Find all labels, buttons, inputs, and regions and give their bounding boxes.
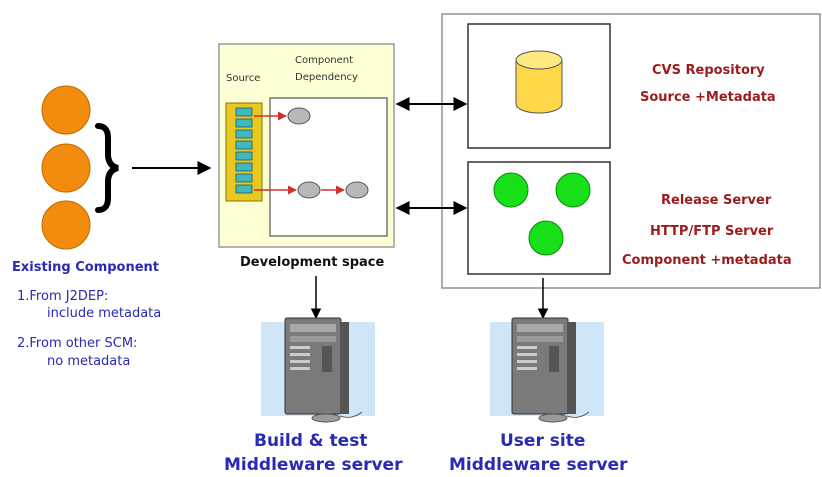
existing-component-circle-1 [41, 85, 91, 135]
build-server-icon [261, 317, 375, 423]
release-server-title: Release Server [661, 193, 772, 208]
existing-note-1-line-1: 1.From J2DEP: [17, 289, 109, 304]
release-server-box [467, 161, 611, 275]
component-dependency-label-2: Dependency [295, 72, 358, 83]
user-server-label-1: User site [500, 431, 586, 451]
release-server-protocol: HTTP/FTP Server [650, 224, 774, 239]
dependency-node-3 [345, 181, 369, 199]
component-dependency-label-1: Component [295, 55, 354, 66]
release-component-1 [493, 172, 529, 208]
build-server-label-1: Build & test [254, 431, 368, 451]
build-server-label-2: Middleware server [224, 455, 403, 475]
user-server-icon [490, 317, 604, 423]
user-server-label-2: Middleware server [449, 455, 628, 475]
grouping-brace [95, 123, 119, 213]
existing-component-circle-2 [41, 143, 91, 193]
existing-note-2-line-2: no metadata [47, 354, 131, 369]
source-file-blocks [235, 107, 253, 194]
existing-note-1-line-2: include metadata [47, 306, 162, 321]
cvs-repository-subtitle: Source +Metadata [640, 90, 776, 105]
dependency-node-2 [297, 181, 321, 199]
development-space-title: Development space [240, 255, 385, 270]
existing-component-circle-3 [41, 200, 91, 250]
release-component-2 [555, 172, 591, 208]
source-label: Source [226, 73, 261, 84]
database-cylinder-icon [515, 50, 563, 114]
existing-component-title: Existing Component [12, 260, 160, 275]
release-server-content: Component +metadata [622, 253, 792, 268]
cvs-repository-title: CVS Repository [652, 63, 765, 78]
dependency-node-1 [287, 107, 311, 125]
component-dependency-box [269, 97, 388, 237]
existing-note-2-line-1: 2.From other SCM: [17, 336, 138, 351]
release-component-3 [528, 220, 564, 256]
